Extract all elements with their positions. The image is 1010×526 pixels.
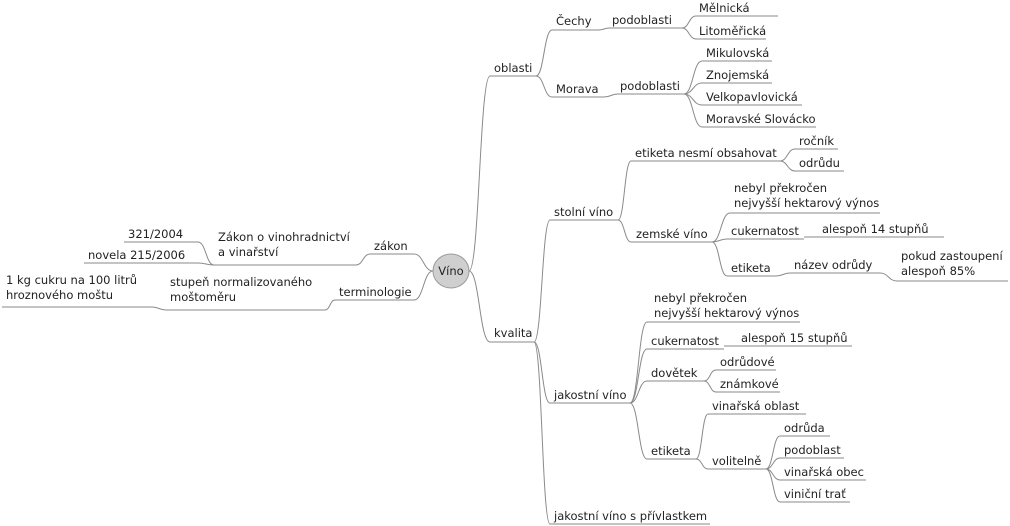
branch-line (683, 60, 703, 95)
node-jv-vinicni-trat[interactable]: viniční trať (784, 487, 846, 501)
node-rocnik[interactable]: ročník (799, 134, 834, 148)
branch-line (703, 380, 717, 393)
branch-line (683, 93, 703, 128)
branch-line (413, 253, 434, 272)
node-moravske-slovacko[interactable]: Moravské Slovácko (706, 112, 816, 126)
branch-line (765, 435, 781, 470)
node-novela[interactable]: novela 215/2006 (88, 248, 185, 262)
node-melnicka[interactable]: Mělnická (699, 1, 750, 15)
node-jv-vinarska-oblast[interactable]: vinařská oblast (712, 399, 800, 413)
branch-line (765, 457, 781, 470)
branch-line (197, 262, 215, 266)
node-zv-pokud-line2[interactable]: alespoň 85% (901, 264, 975, 278)
branch-line (533, 341, 551, 404)
branch-line (879, 272, 898, 282)
branch-line (681, 27, 697, 40)
branch-line (151, 306, 167, 311)
node-oblasti[interactable]: oblasti (494, 61, 532, 75)
branch-lines (2, 15, 1008, 525)
node-kg-line1[interactable]: 1 kg cukru na 100 litrů (6, 273, 137, 287)
branch-line (597, 27, 611, 31)
node-morava[interactable]: Morava (556, 82, 599, 96)
node-321-2004[interactable]: 321/2004 (128, 227, 183, 241)
branch-line (617, 219, 632, 243)
node-terminologie[interactable]: terminologie (339, 285, 412, 299)
branch-line (324, 299, 336, 311)
branch-line (695, 413, 709, 460)
node-zv-cukernatost[interactable]: cukernatost (731, 224, 799, 238)
branch-line (629, 380, 648, 404)
node-zv-nebyl-line2[interactable]: nejvyšší hektarový výnos (734, 196, 879, 210)
branch-line (603, 93, 619, 98)
node-velkopavlovicka[interactable]: Velkopavlovická (706, 90, 798, 104)
branch-line (711, 241, 728, 277)
node-odrudu[interactable]: odrůdu (799, 156, 840, 170)
node-morava-podoblasti[interactable]: podoblasti (620, 79, 680, 93)
branch-line (703, 369, 717, 382)
node-jv-etiketa[interactable]: etiketa (651, 444, 691, 458)
branch-line (779, 160, 796, 172)
node-stolni-vino[interactable]: stolní víno (554, 205, 613, 219)
branch-line (629, 402, 648, 460)
node-zv-nazev-odrudy[interactable]: název odrůdy (794, 258, 873, 272)
branch-line (711, 238, 728, 243)
node-kg-line2[interactable]: hroznového moštu (6, 288, 113, 302)
node-etiketa-nesmi[interactable]: etiketa nesmí obsahovat (635, 146, 777, 160)
node-jv-cukernatost[interactable]: cukernatost (651, 334, 719, 348)
node-jakostni-vino[interactable]: jakostní víno (553, 388, 627, 402)
node-cechy[interactable]: Čechy (556, 13, 592, 28)
node-litomericka[interactable]: Litoměřická (699, 24, 766, 38)
branch-line (468, 75, 491, 272)
node-jv-nebyl-line1[interactable]: nebyl překročen (654, 291, 747, 305)
branch-line (711, 212, 731, 243)
node-zv-pokud-line1[interactable]: pokud zastoupení (901, 249, 1003, 263)
branch-line (533, 341, 551, 525)
node-zemske-vino[interactable]: zemské víno (636, 227, 708, 241)
node-jv-dovetek[interactable]: dovětek (651, 366, 698, 380)
node-jv-vinarska-obec[interactable]: vinařská obec (784, 465, 864, 479)
branch-line (775, 272, 791, 277)
root-label: Víno (438, 264, 463, 278)
branch-line (413, 270, 434, 301)
node-jv-odruda[interactable]: odrůda (784, 421, 825, 435)
node-jv-alespon15[interactable]: alespoň 15 stupňů (741, 331, 848, 345)
node-zv-nebyl-line1[interactable]: nebyl překročen (734, 181, 827, 195)
branch-line (355, 253, 371, 266)
branch-line (779, 148, 796, 162)
node-stupen-line1[interactable]: stupeň normalizovaného (170, 275, 312, 289)
node-jv-nebyl-line2[interactable]: nejvyšší hektarový výnos (654, 306, 799, 320)
node-jakostni-privlastek[interactable]: jakostní víno s přívlastkem (553, 509, 707, 523)
node-jv-volitelne[interactable]: volitelně (712, 454, 761, 468)
node-jv-znamkove[interactable]: známkové (720, 377, 779, 391)
node-zakon-o-line2[interactable]: a vinařství (218, 245, 279, 259)
node-mikulovska[interactable]: Mikulovská (706, 46, 769, 60)
branch-line (683, 82, 703, 95)
node-zakon-o-line1[interactable]: Zákon o vinohradnictví (218, 230, 351, 244)
node-jv-odrudove[interactable]: odrůdové (720, 355, 775, 369)
branch-line (535, 29, 553, 77)
node-zakon[interactable]: zákon (374, 239, 408, 253)
branch-line (535, 75, 553, 98)
root-node[interactable]: Víno (432, 253, 470, 289)
node-cechy-podoblasti[interactable]: podoblasti (612, 13, 672, 27)
branch-line (629, 348, 648, 404)
root-bubble (432, 253, 470, 289)
node-zv-etiketa[interactable]: etiketa (731, 261, 771, 275)
node-kvalita[interactable]: kvalita (494, 326, 532, 340)
branch-line (765, 468, 781, 503)
node-jv-podoblast[interactable]: podoblast (784, 443, 841, 457)
node-znojemska[interactable]: Znojemská (706, 68, 769, 82)
branch-line (533, 219, 551, 343)
branch-line (617, 160, 632, 221)
branch-line (468, 270, 491, 343)
node-stupen-line2[interactable]: moštoměru (170, 290, 236, 304)
branch-line (197, 241, 215, 266)
node-zv-alespon14[interactable]: alespoň 14 stupňů (822, 222, 929, 236)
branch-line (695, 458, 709, 470)
branch-line (681, 15, 697, 29)
